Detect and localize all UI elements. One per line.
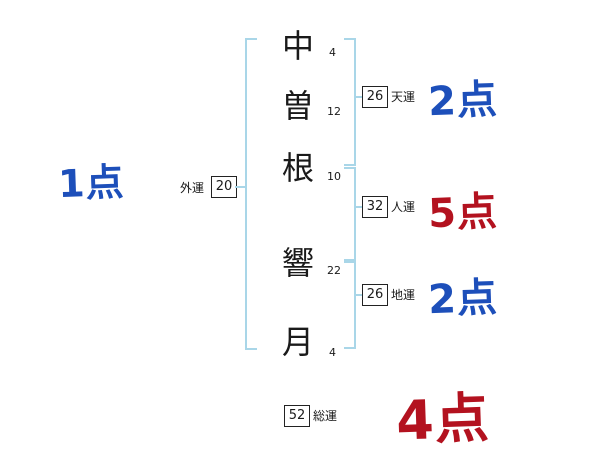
stroke-count: 12 [327,105,341,118]
earth-luck-label: 地運 [391,288,416,302]
earth-luck-score: 2点 [427,274,499,324]
name-character: 根 [281,149,314,187]
heaven-luck-connector-line [354,96,362,98]
total-luck-label: 総運 [313,409,338,423]
outer-luck-connector-line [235,186,245,188]
total-luck-score: 4点 [395,386,491,453]
earth-luck-value-box: 26 [362,284,388,306]
person-luck-bracket [344,167,356,261]
earth-luck-connector-line [354,294,362,296]
person-luck-label: 人運 [391,200,416,214]
outer-luck-score: 1点 [57,159,126,207]
name-character: 響 [281,244,314,282]
outer-luck-value-box: 20 [211,176,237,198]
stroke-count: 4 [329,46,336,59]
person-luck-value-box: 32 [362,196,388,218]
person-luck-connector-line [354,206,362,208]
stroke-count: 10 [327,170,341,183]
heaven-luck-bracket [344,38,356,166]
heaven-luck-value-box: 26 [362,86,388,108]
stroke-count: 22 [327,264,341,277]
earth-luck-bracket [344,261,356,349]
name-character: 月 [281,323,314,361]
heaven-luck-label: 天運 [391,90,416,104]
person-luck-score: 5点 [427,188,499,238]
name-character: 曽 [281,87,314,125]
stroke-count: 4 [329,346,336,359]
total-luck-value-box: 52 [284,405,310,427]
outer-luck-bracket [245,38,257,350]
heaven-luck-score: 2点 [427,76,499,126]
name-character: 中 [281,27,314,65]
outer-luck-label: 外運 [180,181,205,195]
